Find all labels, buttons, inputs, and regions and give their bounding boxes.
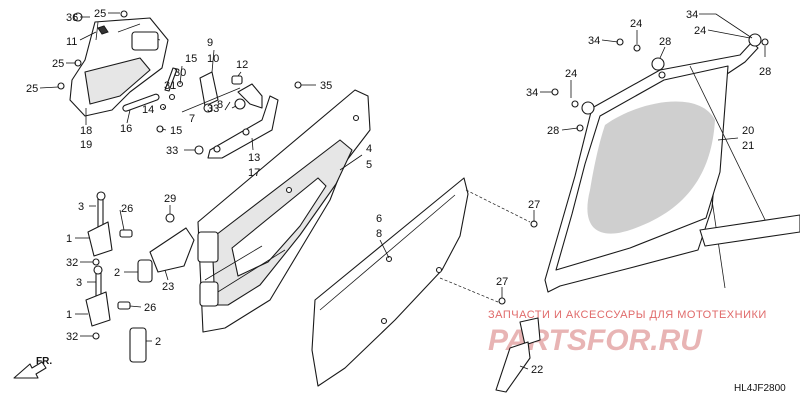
callout-label: 26 [144, 302, 156, 314]
callout-label: 30 [174, 67, 186, 79]
lower-hinge-group [85, 265, 147, 363]
callout-label: 34 [588, 35, 600, 47]
side-net-frame [519, 33, 800, 346]
callout-label: 28 [759, 66, 771, 78]
door-seal-bracket [149, 213, 195, 273]
callout-label: 3 [78, 201, 84, 213]
direction-label: FR. [36, 356, 52, 367]
callout-label: 15 [185, 53, 197, 65]
reference-code: HL4JF2800 [734, 383, 786, 394]
callout-label: 5 [366, 159, 372, 171]
callout-label: 28 [659, 36, 671, 48]
callout-label: 3 [76, 277, 82, 289]
callout-label: 27 [496, 276, 508, 288]
callout-labels: 36 25 11 25 25 18 19 16 15 14 31 30 15 7… [26, 8, 771, 376]
callout-label: 11 [66, 36, 77, 48]
callout-label: 25 [52, 58, 64, 70]
small-fasteners-left [57, 10, 184, 133]
front-direction-indicator: FR. [13, 356, 52, 379]
callout-label: 20 [742, 125, 754, 137]
callout-label: 22 [531, 364, 543, 376]
callout-label: 12 [236, 59, 248, 71]
callout-label: 13 [248, 152, 260, 164]
callout-label: 1 [66, 233, 72, 245]
fasteners-27 [498, 220, 538, 305]
callout-label: 32 [66, 331, 78, 343]
arrow-icon [13, 361, 47, 379]
callout-label: 14 [142, 104, 154, 116]
callout-label: 31 [164, 80, 176, 92]
callout-label: 23 [162, 281, 174, 293]
callout-label: 24 [565, 68, 577, 80]
callout-label: 7 [189, 113, 195, 125]
callout-label: 33 [207, 103, 219, 115]
callout-leaders [39, 12, 766, 370]
outer-lower-panel [311, 177, 531, 387]
callout-label: 34 [526, 87, 538, 99]
callout-label: 24 [630, 18, 642, 30]
callout-label: 8 [217, 99, 223, 111]
callout-label: 2 [155, 336, 161, 348]
callout-label: 25 [26, 83, 38, 95]
callout-label: 18 [80, 125, 92, 137]
latch-rod-assembly [181, 71, 302, 159]
callout-label: 36 [66, 12, 78, 24]
callout-label: 8 [376, 228, 382, 240]
callout-label: 29 [164, 193, 176, 205]
callout-label: 10 [207, 53, 219, 65]
door-panel [197, 89, 371, 333]
callout-label: 27 [528, 199, 540, 211]
callout-label: 25 [94, 8, 106, 20]
callout-label: 19 [80, 139, 92, 151]
callout-label: 35 [320, 80, 332, 92]
callout-label: 24 [694, 25, 706, 37]
callout-label: 34 [686, 9, 698, 21]
callout-label: 6 [376, 213, 382, 225]
callout-label: 26 [121, 203, 133, 215]
strap-22 [495, 341, 531, 393]
watermark-caption: ЗАПЧАСТИ И АКСЕССУАРЫ ДЛЯ МОТОТЕХНИКИ [488, 309, 767, 321]
callout-label: 2 [114, 267, 120, 279]
callout-label: 33 [166, 145, 178, 157]
callout-label: 1 [66, 309, 72, 321]
callout-label: 32 [66, 257, 78, 269]
callout-label: 28 [547, 125, 559, 137]
callout-label: 9 [207, 37, 213, 49]
inner-handle-housing [69, 17, 169, 117]
callout-label: 4 [366, 143, 372, 155]
callout-label: 17 [248, 167, 260, 179]
callout-label: 15 [170, 125, 182, 137]
upper-hinge-group [87, 191, 153, 283]
callout-label: 21 [742, 140, 754, 152]
callout-label: 16 [120, 123, 132, 135]
